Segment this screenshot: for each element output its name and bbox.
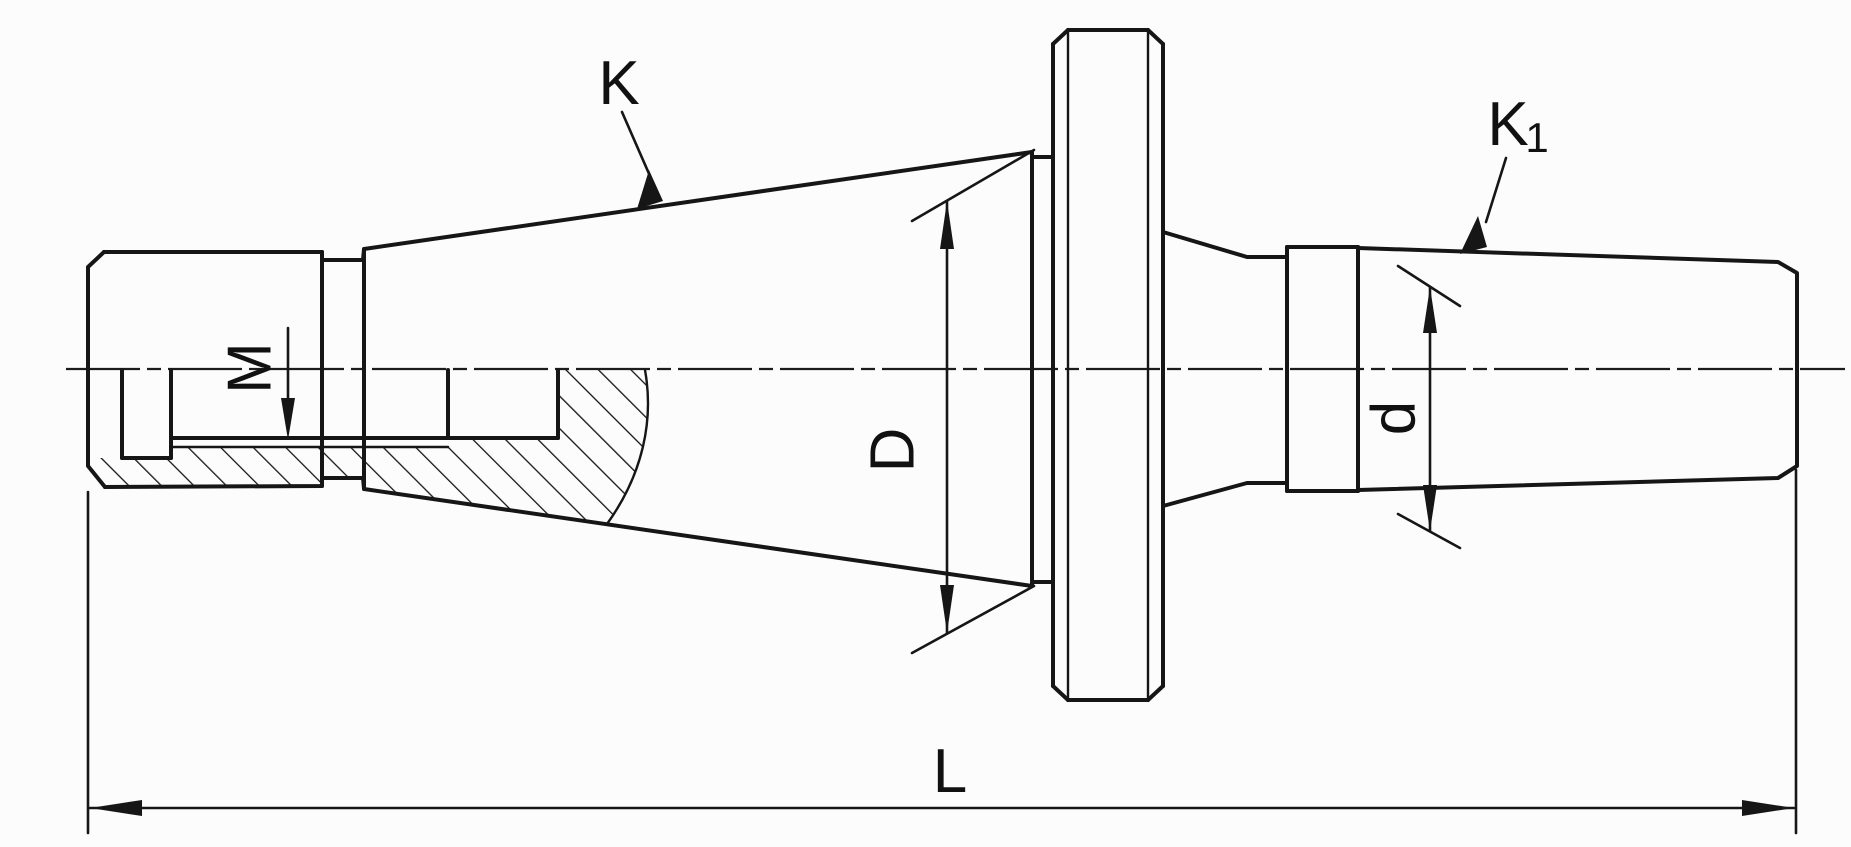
flange-chamfer-top-right — [1146, 28, 1165, 46]
section-break-curve — [605, 368, 650, 526]
flange-chamfer-top-left — [1051, 28, 1070, 46]
right-neck-top-profile — [1161, 230, 1360, 259]
flange-chamfer-bottom-right — [1146, 684, 1165, 702]
label-K1-arrowhead — [1460, 216, 1487, 254]
dimension-L-group: L — [86, 468, 1798, 835]
label-K1-base: K — [1487, 90, 1528, 159]
label-K: K — [598, 49, 639, 118]
dimension-D-ext-bottom — [910, 584, 1036, 655]
label-D: D — [859, 428, 928, 473]
label-K-arrowhead — [637, 170, 663, 209]
dimension-M-arrowhead — [281, 398, 295, 440]
label-K1-leader-line — [1484, 156, 1508, 224]
left-body-bottom-profile — [103, 476, 1034, 588]
right-neck-bottom-profile — [1161, 481, 1360, 508]
label-d: d — [1360, 401, 1429, 435]
dimension-L-arrowhead-left — [90, 800, 142, 816]
label-M: M — [216, 342, 285, 394]
dimension-M-group: M — [216, 326, 295, 440]
flange-chamfer-bottom-left — [1051, 684, 1070, 702]
left-body-top-profile — [102, 150, 1034, 262]
dimension-d-ext-top — [1396, 264, 1462, 308]
dimension-d-arrowhead-bottom — [1423, 485, 1437, 531]
dimension-D-arrowhead-top — [940, 201, 954, 249]
label-K-leader-line — [620, 110, 652, 178]
label-K-group: K — [598, 49, 663, 209]
dimension-D-group: D — [859, 148, 1036, 655]
dimension-D-arrowhead-bottom — [940, 585, 954, 633]
dimension-D-ext-top — [910, 148, 1036, 223]
left-end-face — [86, 250, 107, 489]
label-K1-subscript: 1 — [1525, 114, 1548, 161]
k1-taper-profile — [1356, 246, 1799, 492]
dimension-L-arrowhead-right — [1742, 800, 1794, 816]
label-L: L — [933, 737, 967, 806]
dimension-d-group: d — [1360, 264, 1462, 550]
label-K1-group: K 1 — [1460, 90, 1549, 254]
dimension-d-arrowhead-top — [1423, 287, 1437, 333]
